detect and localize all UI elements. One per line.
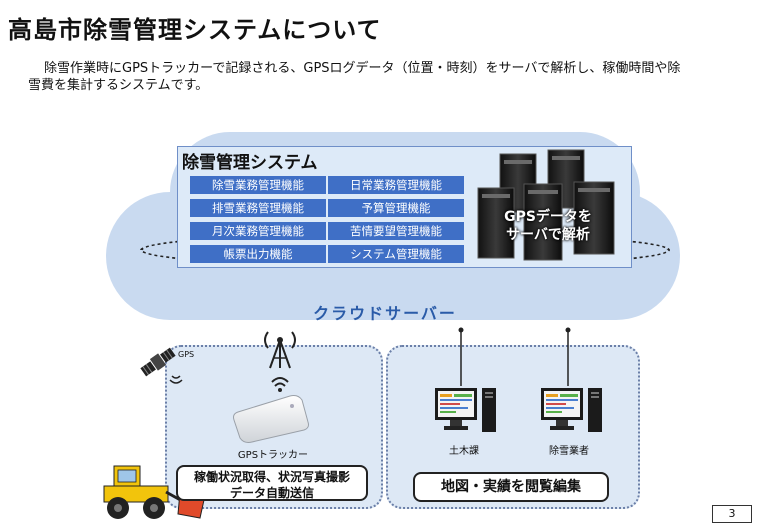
- function-system-admin: システム管理機能: [328, 245, 464, 263]
- desktop-pc-icon: [541, 388, 602, 432]
- satellite-icon: [140, 347, 183, 384]
- office-caption: 地図・実績を閲覧編集: [413, 472, 609, 502]
- function-complaints: 苦情要望管理機能: [328, 222, 464, 240]
- description-line-1: 除雪作業時にGPSトラッカーで記録される、GPSログデータ（位置・時刻）をサーバ…: [44, 61, 681, 76]
- gps-tracker-label: GPSトラッカー: [237, 450, 309, 461]
- function-snow-removal: 除雪業務管理機能: [190, 176, 326, 194]
- field-caption-line-1: 稼働状況取得、状況写真撮影: [193, 470, 350, 484]
- server-towers-icon: [477, 149, 615, 261]
- field-caption: 稼働状況取得、状況写真撮影 データ自動送信: [176, 465, 368, 501]
- antenna-icon: [264, 331, 296, 392]
- gps-tracker-icon: [233, 395, 309, 443]
- function-report-output: 帳票出力機能: [190, 245, 326, 263]
- function-daily-work: 日常業務管理機能: [328, 176, 464, 194]
- description: 除雪作業時にGPSトラッカーで記録される、GPSログデータ（位置・時刻）をサーバ…: [28, 60, 728, 94]
- function-budget: 予算管理機能: [328, 199, 464, 217]
- field-caption-line-2: データ自動送信: [229, 486, 314, 500]
- server-caption-line-2: サーバで解析: [506, 227, 590, 243]
- terminal-label-contractor: 除雪業者: [549, 446, 589, 457]
- page-title: 高島市除雪管理システムについて: [8, 16, 382, 44]
- server-caption-line-1: GPSデータを: [504, 209, 592, 225]
- system-title: 除雪管理システム: [182, 153, 318, 173]
- description-line-2: 雪費を集計するシステムです。: [28, 78, 209, 93]
- function-monthly-work: 月次業務管理機能: [190, 222, 326, 240]
- desktop-pc-icon: [435, 388, 496, 432]
- cloud-server-label: クラウドサーバー: [313, 304, 457, 323]
- server-caption: GPSデータを サーバで解析: [492, 208, 604, 244]
- terminal-label-doboku: 土木課: [449, 446, 479, 457]
- satellite-label: GPS: [178, 350, 195, 359]
- page-number: 3: [712, 505, 752, 523]
- function-snow-disposal: 排雪業務管理機能: [190, 199, 326, 217]
